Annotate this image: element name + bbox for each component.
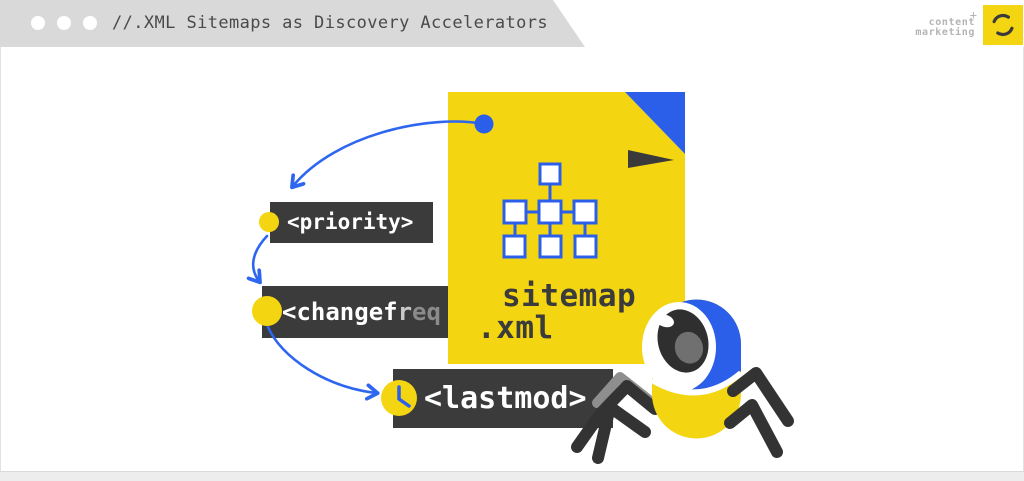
spider-leg-right-lower [724, 399, 783, 458]
broken-circle-icon [991, 13, 1015, 37]
page-title: //.XML Sitemaps as Discovery Accelerator… [112, 13, 549, 33]
window-dot-close[interactable] [31, 16, 45, 30]
arrow-priority-to-changefreq [253, 234, 269, 281]
browser-tab-bar: //.XML Sitemaps as Discovery Accelerator… [0, 0, 585, 47]
priority-tag-label: <priority> [287, 210, 414, 234]
spider-leg-right-upper [727, 367, 794, 427]
changefreq-tag: <changefreq [262, 286, 448, 338]
brand-line1: content [928, 17, 975, 28]
priority-tag: <priority> [270, 202, 433, 243]
spider-eye-highlight [656, 314, 674, 328]
brand-line2: marketing [915, 27, 975, 38]
document-filename-line1: sitemap [502, 278, 637, 314]
changefreq-tag-fade2: eq [412, 298, 441, 326]
document-filename-line2: .xml [477, 310, 554, 346]
spider-leg-left-upper [571, 380, 661, 453]
window-dot-minimize[interactable] [57, 16, 71, 30]
lastmod-tag: <lastmod> [393, 369, 613, 428]
frame-left-border [0, 47, 1, 481]
brand-plus-glyph: + [969, 8, 977, 22]
changefreq-tag-fade: r [397, 298, 413, 326]
frame-bottom-strip [0, 471, 1024, 481]
spider-leg-left-lower [592, 401, 651, 464]
brand-logo[interactable] [983, 5, 1023, 45]
spider-eye-iris [674, 331, 704, 364]
brand-wordmark: content marketing [915, 18, 975, 38]
spider-crawler-bot [571, 299, 794, 464]
window-dot-maximize[interactable] [83, 16, 97, 30]
changefreq-tag-label: <changef [282, 298, 398, 326]
lastmod-tag-label: <lastmod> [424, 381, 587, 416]
sitemap-hierarchy-icon [502, 162, 598, 259]
